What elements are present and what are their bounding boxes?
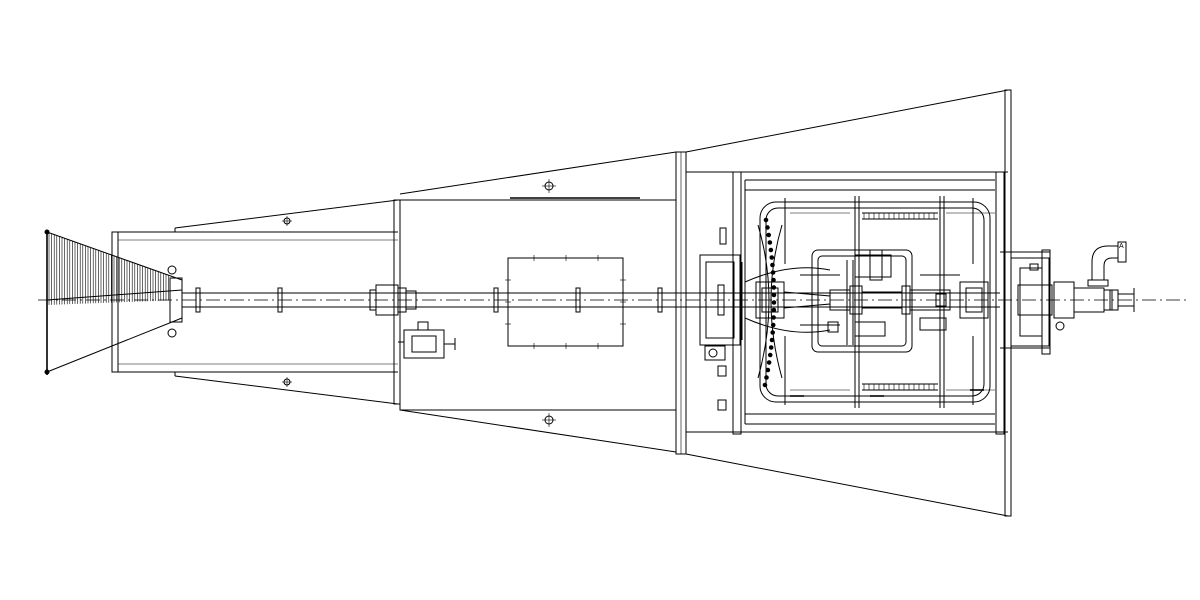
inlet-fin-array	[44, 229, 183, 375]
callout-label: A	[1119, 243, 1124, 250]
tie-rods	[784, 196, 995, 408]
elbow-pipe: A	[1087, 241, 1135, 312]
main-shaft	[182, 284, 760, 316]
outlet-flange	[1000, 249, 1113, 355]
drive-casing	[685, 89, 1012, 517]
rotor-assembly	[744, 217, 1000, 388]
middle-casing	[399, 151, 687, 455]
bearing-fitting	[398, 321, 456, 359]
inlet-casing	[111, 199, 401, 405]
